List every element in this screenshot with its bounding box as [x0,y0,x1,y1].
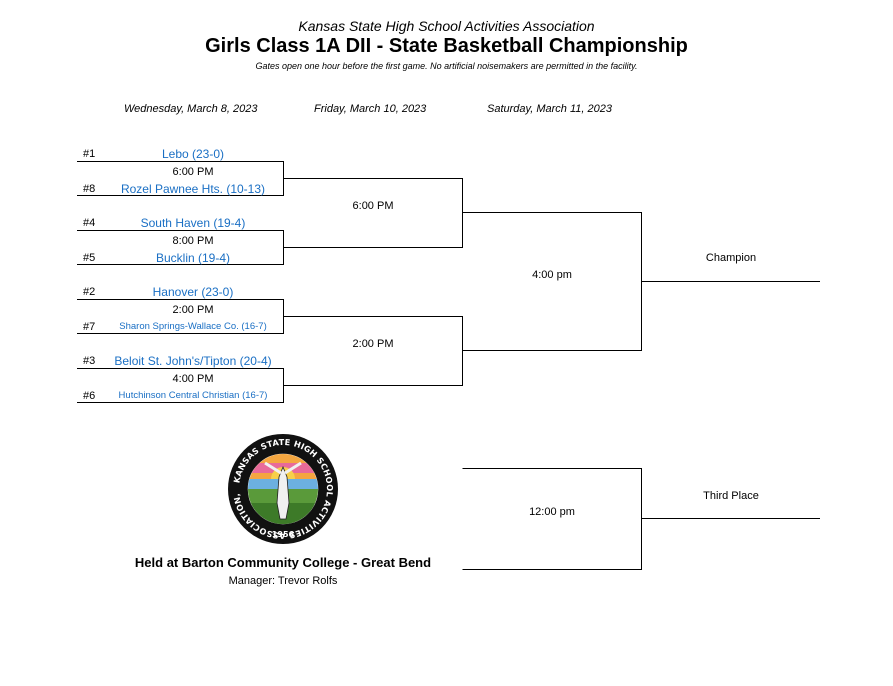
third-place-bracket-line [462,468,642,570]
seed-label: #4 [83,217,96,229]
team-link[interactable]: Lebo (23-0) [161,147,225,161]
team-link[interactable]: Sharon Springs-Wallace Co. (16-7) [119,321,267,332]
seal-year: 1956 [272,530,295,539]
team-link[interactable]: Hutchinson Central Christian (16-7) [118,390,268,401]
final-time: 4:00 pm [532,269,572,281]
final-line [462,212,642,351]
khsaa-seal-logo: KANSAS STATE HIGH SCHOOL ACTIVITIES ASSO… [227,433,338,544]
team-link[interactable]: Rozel Pawnee Hts. (10-13) [120,182,266,196]
seed-label: #2 [83,286,96,298]
team-link[interactable]: South Haven (19-4) [140,216,246,230]
semifinal-upper-line [283,178,463,248]
page-subtitle: Gates open one hour before the first gam… [255,61,638,71]
round2-date: Friday, March 10, 2023 [314,103,427,115]
round1-date: Wednesday, March 8, 2023 [124,103,258,115]
venue-text: Held at Barton Community College - Great… [134,555,432,570]
seed-label: #7 [83,321,96,333]
game-time: 2:00 PM [172,304,214,316]
seed-label: #1 [83,148,96,160]
semifinal-lower-line [283,316,463,386]
team-link[interactable]: Beloit St. John's/Tipton (20-4) [114,354,272,368]
game-time: 8:00 PM [172,235,214,247]
semifinal-lower-time: 2:00 PM [352,338,394,350]
semifinal-upper-time: 6:00 PM [352,200,394,212]
organization-name: Kansas State High School Activities Asso… [298,18,595,34]
third-place-time: 12:00 pm [529,506,575,518]
team-link[interactable]: Hanover (23-0) [152,285,234,299]
game-time: 6:00 PM [172,166,214,178]
champion-label: Champion [705,252,757,264]
page-title: Girls Class 1A DII - State Basketball Ch… [205,35,688,57]
round3-date: Saturday, March 11, 2023 [487,103,612,115]
seed-label: #6 [83,390,96,402]
seed-label: #3 [83,355,96,367]
third-place-label: Third Place [703,490,759,502]
manager-text: Manager: Trevor Rolfs [228,575,338,587]
seed-label: #5 [83,252,96,264]
seed-label: #8 [83,183,96,195]
game-time: 4:00 PM [172,373,214,385]
team-link[interactable]: Bucklin (19-4) [155,251,231,265]
